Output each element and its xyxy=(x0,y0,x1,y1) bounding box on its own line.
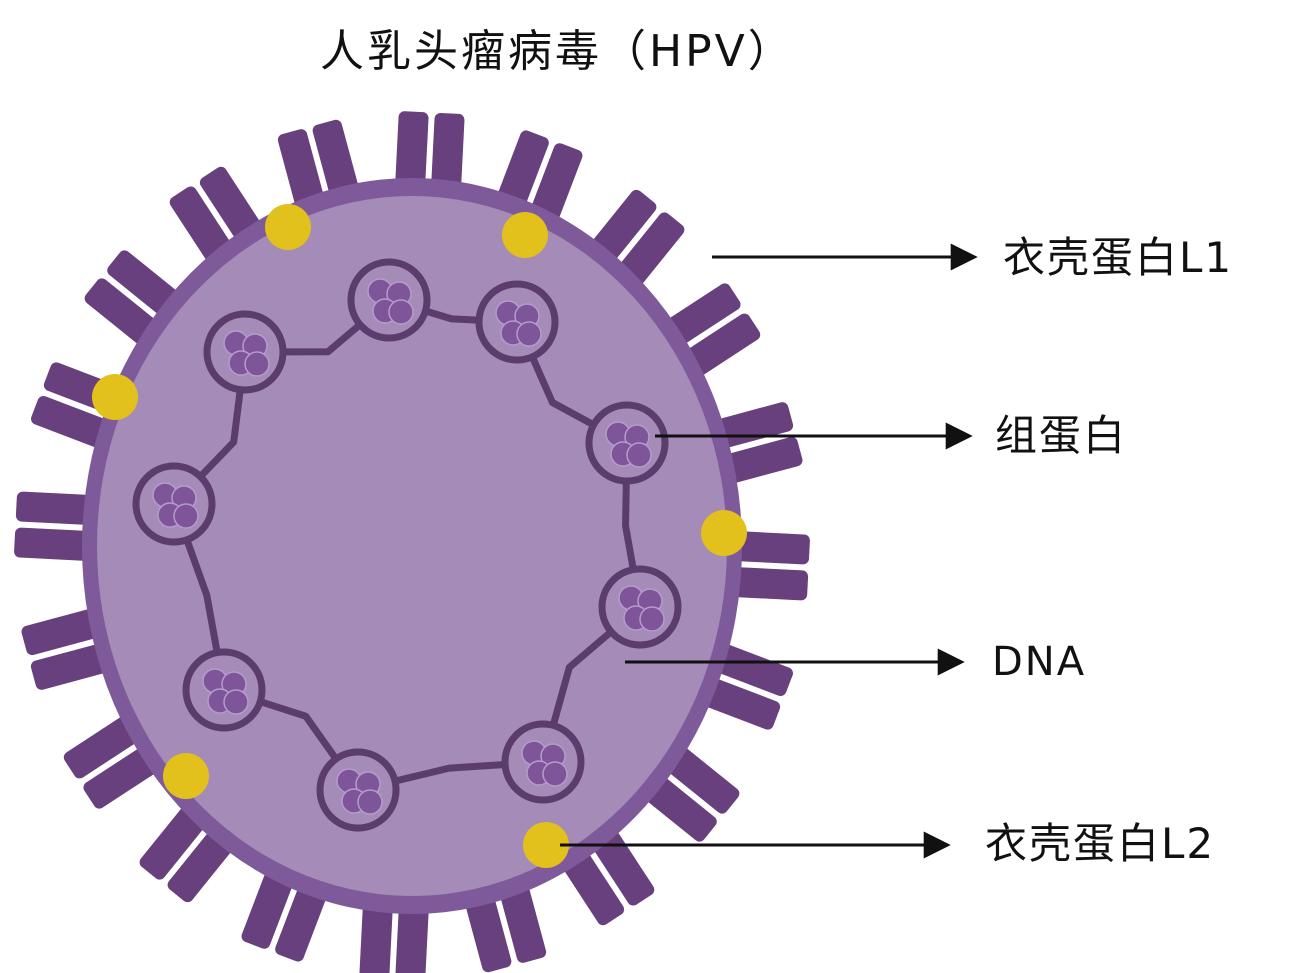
histone-bead xyxy=(132,462,216,546)
capsomer xyxy=(139,803,237,903)
histone-bead xyxy=(598,565,682,649)
capsomer xyxy=(395,111,465,194)
l2-protein-dot xyxy=(163,753,209,799)
capsomer xyxy=(169,166,265,266)
histone-bead xyxy=(475,280,559,364)
capsomer xyxy=(661,283,761,378)
label-dna: DNA xyxy=(992,639,1087,685)
l2-protein-dot xyxy=(265,204,311,250)
histone-bead xyxy=(316,748,400,832)
histone-bead xyxy=(203,310,287,394)
histone-bead xyxy=(182,648,266,732)
capsomer xyxy=(277,119,360,212)
l2-protein-dot xyxy=(502,212,548,258)
capsomer xyxy=(21,607,114,690)
capsomer xyxy=(587,189,685,289)
l2-protein-dot xyxy=(701,510,747,556)
histone-bead xyxy=(501,720,585,804)
label-capsid-protein-l2: 衣壳蛋白L2 xyxy=(985,819,1216,868)
capsomer xyxy=(495,130,583,226)
diagram-title: 人乳头瘤病毒（HPV） xyxy=(320,26,795,77)
histone-bead xyxy=(347,258,431,342)
l2-protein-group xyxy=(92,204,747,868)
l2-protein-dot xyxy=(92,374,138,420)
capsomer xyxy=(84,250,184,348)
capsomer xyxy=(14,491,97,561)
capsomer xyxy=(359,898,429,973)
capsomer xyxy=(640,744,740,842)
capsomer xyxy=(727,531,810,601)
histone-bead xyxy=(585,401,669,485)
capsomer-ring xyxy=(14,111,810,973)
label-histone: 组蛋白 xyxy=(995,411,1128,460)
dna-minichromosome xyxy=(132,258,682,832)
capsomer xyxy=(698,642,793,730)
dna-strand xyxy=(170,296,644,794)
capsomer xyxy=(464,880,547,973)
label-capsid-protein-l1: 衣壳蛋白L1 xyxy=(1003,233,1234,282)
capsomer xyxy=(241,866,329,962)
l2-protein-dot xyxy=(523,822,569,868)
capsomer xyxy=(63,714,163,809)
